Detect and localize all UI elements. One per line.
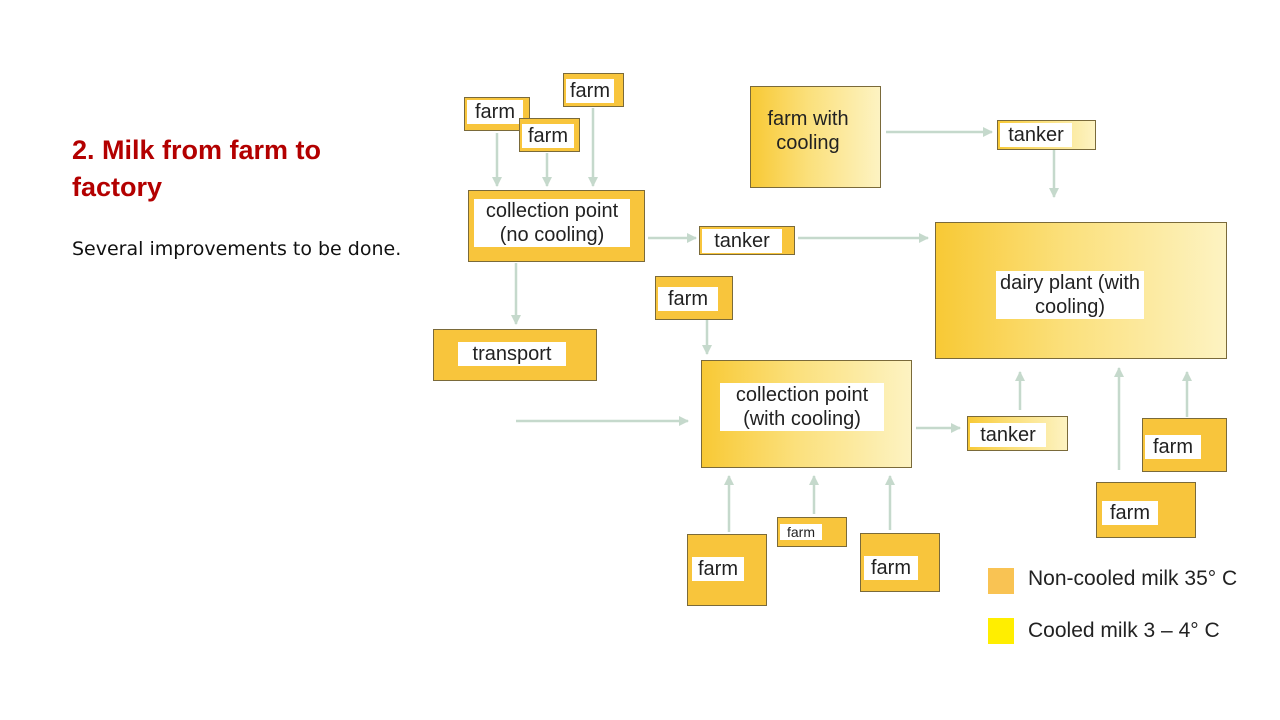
transport-box: transport [433, 329, 597, 381]
farm-label: farm [658, 287, 718, 311]
farm-with-cooling-box: farm with cooling [750, 86, 881, 188]
dairy-plant-box: dairy plant (with cooling) [935, 222, 1227, 359]
farm-label: farm [467, 100, 523, 124]
collection-point-no-cooling: collection point (no cooling) [468, 190, 645, 262]
legend-swatch-non-cooled [988, 568, 1014, 594]
collection-point-no-cooling-label: collection point (no cooling) [474, 199, 630, 247]
legend-swatch-cooled [988, 618, 1014, 644]
farm-label: farm [566, 79, 614, 103]
transport-label: transport [458, 342, 566, 366]
tanker-box: tanker [997, 120, 1096, 150]
farm-box: farm [860, 533, 940, 592]
farm-label: farm [864, 556, 918, 580]
collection-point-with-cooling-label: collection point (with cooling) [720, 383, 884, 431]
farm-box: farm [1142, 418, 1227, 472]
farm-box: farm [464, 97, 530, 131]
farm-box: farm [1096, 482, 1196, 538]
dairy-plant-label: dairy plant (with cooling) [996, 271, 1144, 319]
farm-with-cooling-label: farm with cooling [767, 108, 849, 154]
farm-label-small: farm [780, 524, 822, 540]
collection-point-with-cooling: collection point (with cooling) [701, 360, 912, 468]
tanker-box: tanker [699, 226, 795, 255]
slide-title: 2. Milk from farm to factory [72, 135, 322, 202]
farm-label: farm [692, 557, 744, 581]
legend-label-cooled: Cooled milk 3 – 4° C [1028, 619, 1220, 642]
farm-box: farm [687, 534, 767, 606]
tanker-label: tanker [702, 229, 782, 253]
slide-body-text: Several improvements to be done. [72, 238, 402, 260]
farm-box: farm [519, 118, 580, 152]
farm-box: farm [655, 276, 733, 320]
farm-label: farm [1102, 501, 1158, 525]
tanker-label: tanker [1000, 123, 1072, 147]
legend-label-non-cooled: Non-cooled milk 35° C [1028, 567, 1238, 590]
tanker-box: tanker [967, 416, 1068, 451]
tanker-label: tanker [970, 423, 1046, 447]
farm-label: farm [1145, 435, 1201, 459]
farm-box: farm [777, 517, 847, 547]
farm-box: farm [563, 73, 624, 107]
farm-label: farm [522, 124, 574, 148]
